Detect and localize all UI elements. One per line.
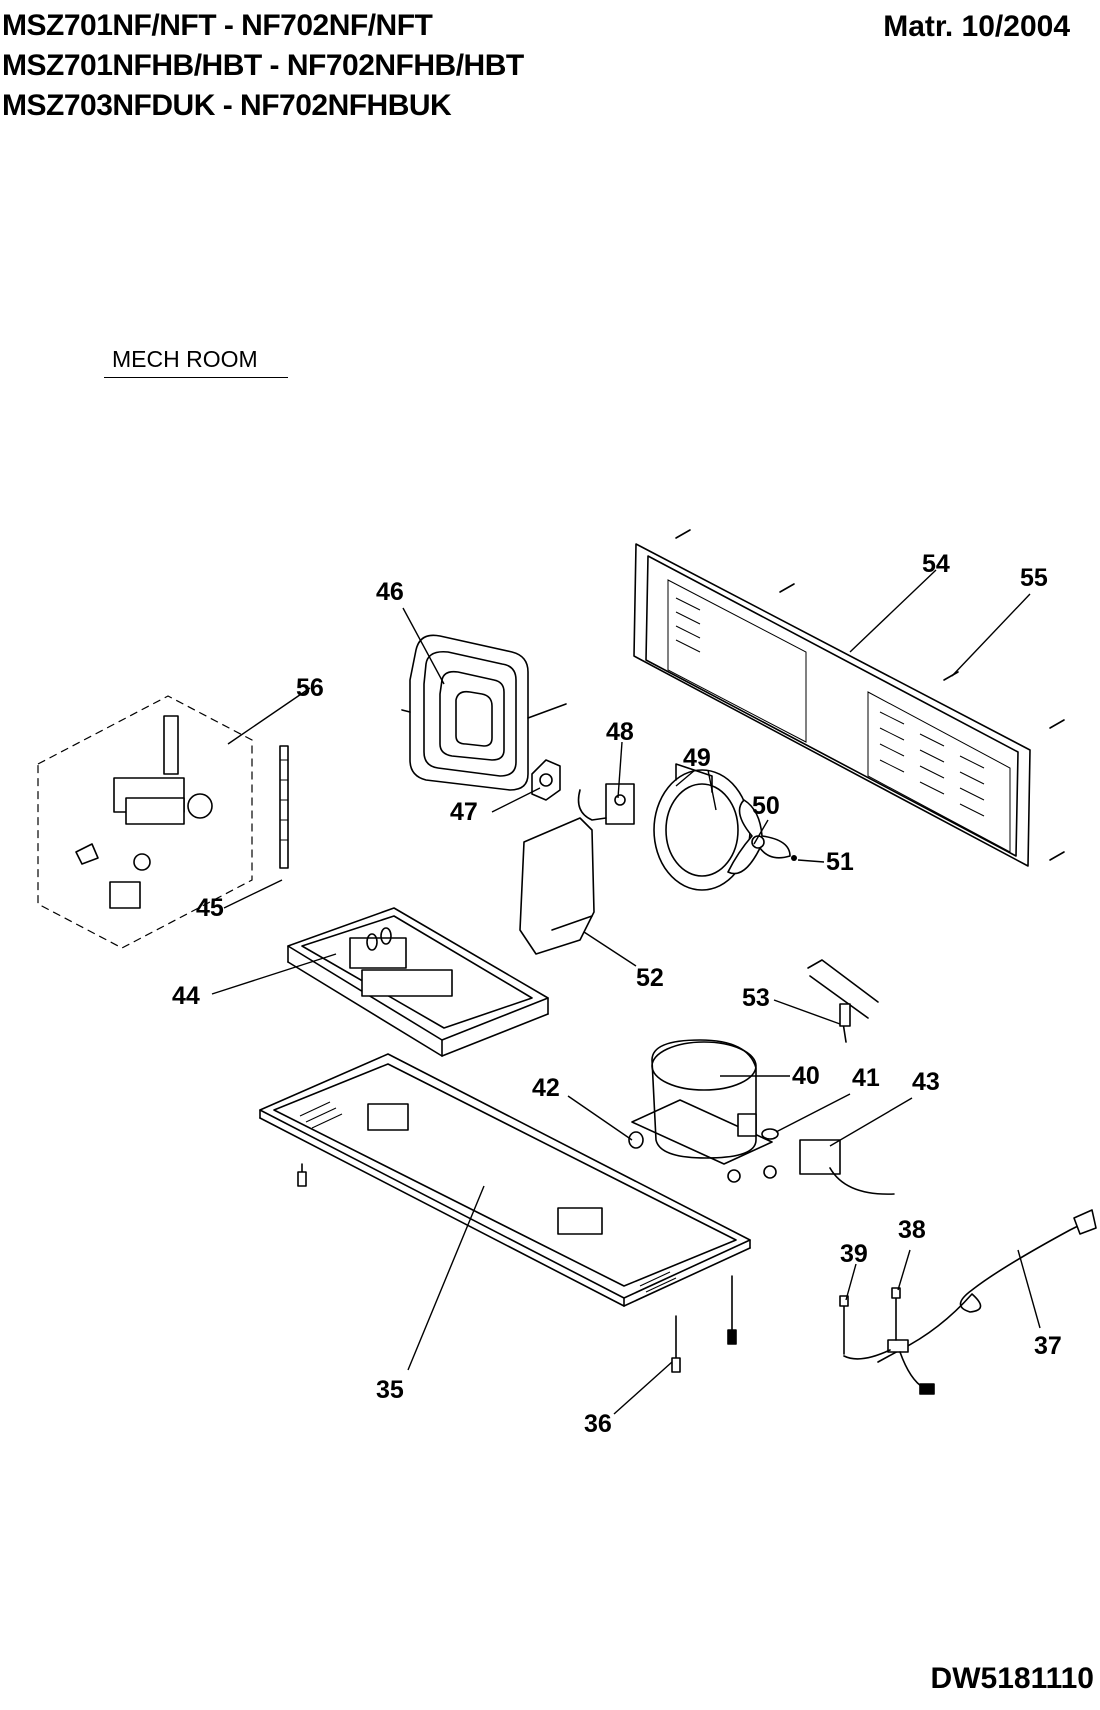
document-number: DW5181110	[930, 1662, 1094, 1695]
callout-54: 54	[922, 550, 950, 578]
part-46-condenser-coil	[401, 634, 567, 791]
part-55-screws	[675, 529, 1065, 861]
part-52-air-duct	[519, 817, 595, 955]
model-list: MSZ701NF/NFT - NF702NF/NFT MSZ701NFHB/HB…	[2, 6, 524, 126]
part-39-screw	[839, 1295, 891, 1360]
part-47-grommet	[531, 759, 561, 801]
callout-43: 43	[912, 1068, 940, 1096]
part-37-power-cord	[877, 1209, 1097, 1395]
callout-46: 46	[376, 578, 404, 606]
part-43-relay	[799, 1139, 895, 1195]
callout-44: 44	[172, 982, 200, 1010]
part-51-nut	[791, 855, 797, 861]
part-36-screws	[297, 1163, 737, 1373]
callout-42: 42	[532, 1074, 560, 1102]
callout-51: 51	[826, 848, 854, 876]
part-38-screw	[891, 1287, 901, 1341]
part-42-grommet	[628, 1131, 644, 1149]
callout-55: 55	[1020, 564, 1048, 592]
part-35-base-plate	[259, 1053, 751, 1307]
callout-48: 48	[606, 718, 634, 746]
callout-56: 56	[296, 674, 324, 702]
part-54-rear-panel	[633, 543, 1031, 867]
model-line-1: MSZ701NF/NFT - NF702NF/NFT	[2, 9, 433, 42]
callout-36: 36	[584, 1410, 612, 1438]
callout-45: 45	[196, 894, 224, 922]
callout-49: 49	[683, 744, 711, 772]
model-line-3: MSZ703NFDUK - NF702NFHBUK	[2, 89, 452, 122]
part-40-compressor	[631, 1039, 777, 1183]
part-56-water-valve	[37, 695, 253, 949]
callout-53: 53	[742, 984, 770, 1012]
callout-41: 41	[852, 1064, 880, 1092]
leader-lines	[211, 569, 1041, 1415]
part-45-drain-tube	[279, 745, 289, 869]
part-48-motor-bracket	[577, 783, 635, 825]
section-title: MECH ROOM	[112, 346, 258, 372]
callout-38: 38	[898, 1216, 926, 1244]
part-41-clip	[761, 1128, 779, 1140]
callout-35: 35	[376, 1376, 404, 1404]
callout-52: 52	[636, 964, 664, 992]
callout-47: 47	[450, 798, 478, 826]
callout-39: 39	[840, 1240, 868, 1268]
section-title-underline	[104, 377, 288, 378]
part-53-capillary-tube	[807, 959, 879, 1043]
model-line-2: MSZ701NFHB/HBT - NF702NFHB/HBT	[2, 49, 524, 82]
part-44-drain-pan	[287, 907, 549, 1057]
callout-50: 50	[752, 792, 780, 820]
callout-40: 40	[792, 1062, 820, 1090]
document-date: Matr. 10/2004	[883, 10, 1070, 43]
callout-37: 37	[1034, 1332, 1062, 1360]
